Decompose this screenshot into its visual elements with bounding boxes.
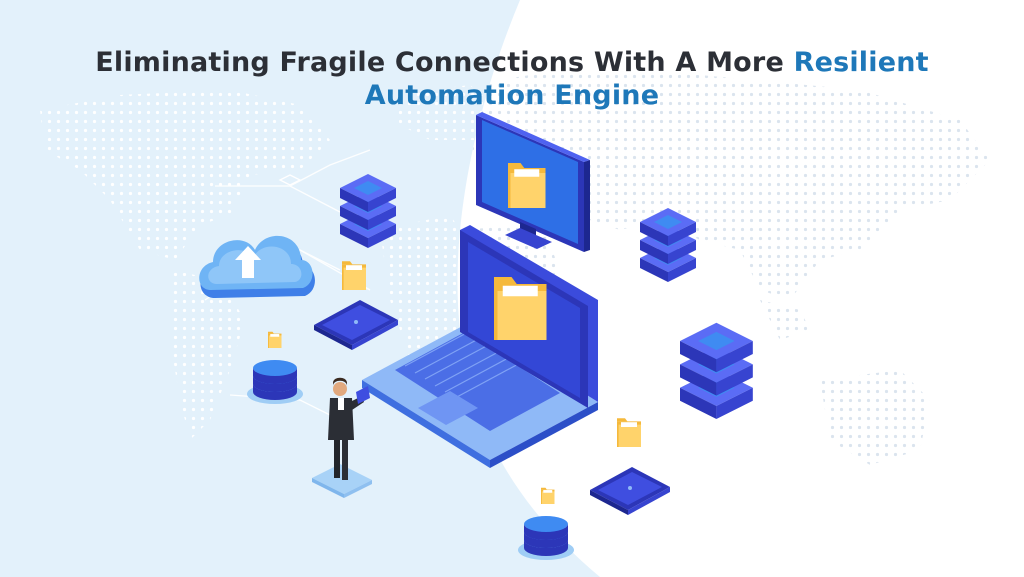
server-stack-icon: [340, 174, 396, 248]
desktop-monitor-icon: [476, 112, 590, 252]
title-lead: Eliminating Fragile Connections With A M…: [95, 47, 784, 78]
server-stack-icon: [680, 322, 753, 419]
title-accent: Resilient: [793, 47, 929, 78]
businessman-figure: [312, 377, 372, 498]
cloud-upload-icon: [199, 235, 315, 298]
folder-icon: [494, 277, 547, 340]
page-title: Eliminating Fragile Connections With A M…: [0, 46, 1024, 112]
folder-icon: [617, 418, 641, 447]
folder-icon: [268, 331, 282, 348]
database-disk-icon: [518, 516, 574, 560]
node-diamond: [278, 174, 302, 186]
tablet-icon: [314, 300, 398, 350]
folder-icon: [541, 487, 555, 504]
database-disk-icon: [247, 360, 303, 404]
title-accent-line2: Automation Engine: [364, 80, 660, 111]
folder-icon: [342, 261, 366, 290]
laptop-icon: [362, 225, 598, 468]
tablet-icon: [590, 467, 670, 515]
server-stack-icon: [640, 208, 696, 282]
folder-icon: [508, 163, 546, 208]
